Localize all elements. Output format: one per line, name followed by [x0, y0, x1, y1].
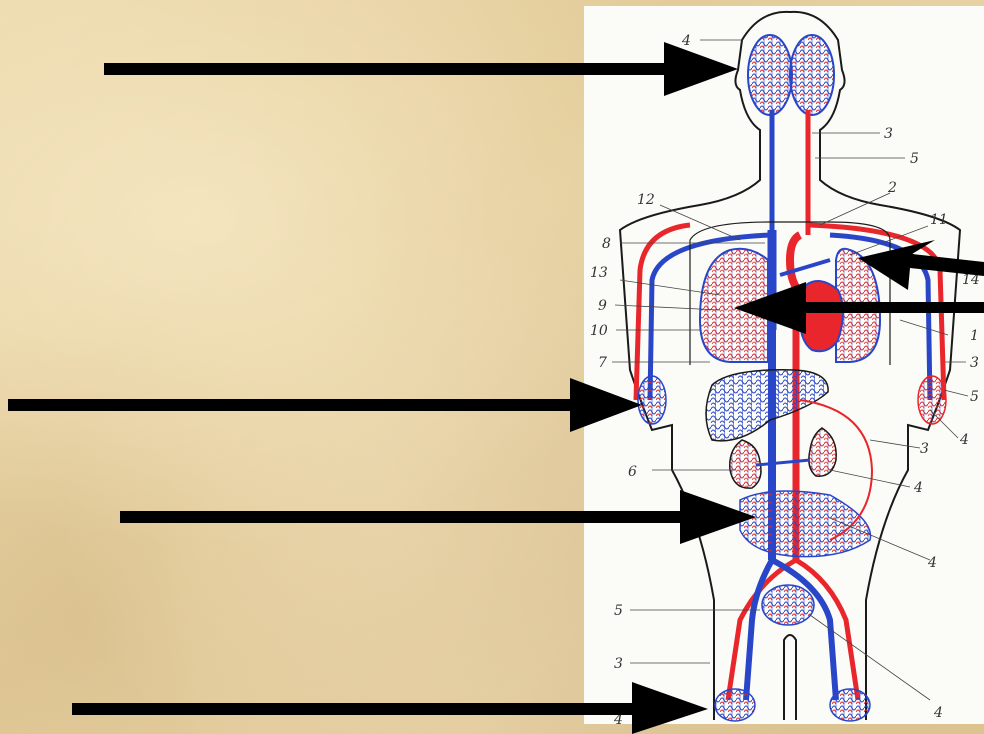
pelvic-capillaries [762, 585, 814, 625]
right-leg-capillaries [830, 689, 870, 721]
label-5-neck: 5 [910, 151, 919, 167]
label-4-pelvis: 4 [933, 705, 943, 721]
head-capillaries-left [748, 35, 792, 115]
label-3-neck: 3 [884, 126, 893, 142]
label-8: 8 [602, 236, 611, 252]
arrow-to-intestine [120, 490, 756, 544]
label-4-hand: 4 [959, 432, 969, 448]
label-4-intestine: 4 [927, 555, 937, 571]
label-13: 13 [590, 265, 608, 281]
left-hand-capillaries [638, 376, 666, 424]
label-3-leg: 3 [614, 656, 623, 672]
intestine-capillaries [740, 491, 871, 557]
liver [706, 370, 828, 441]
label-11: 11 [930, 212, 948, 228]
aortic-arch [790, 235, 800, 290]
label-10: 10 [590, 323, 608, 339]
arrow-to-head [104, 42, 738, 96]
label-4-kidney: 4 [913, 480, 923, 496]
arrow-to-leg [72, 682, 708, 734]
label-6: 6 [628, 464, 637, 480]
label-12: 12 [637, 192, 655, 208]
pointer-arrows [8, 42, 984, 734]
label-3-arm: 3 [970, 355, 979, 371]
label-1: 1 [970, 328, 979, 344]
renal-vessels [756, 460, 810, 465]
head-capillaries-right [790, 35, 834, 115]
label-9: 9 [598, 298, 607, 314]
label-5-pelvis: 5 [614, 603, 623, 619]
label-5-arm: 5 [970, 389, 979, 405]
iliac-vein-right [772, 560, 836, 700]
right-hand-capillaries [918, 376, 946, 424]
label-4-head: 4 [681, 33, 691, 49]
label-7: 7 [598, 355, 607, 371]
arrow-to-hand [8, 378, 642, 432]
left-leg-capillaries [715, 689, 755, 721]
label-3-mesenteric: 3 [920, 441, 929, 457]
label-2: 2 [887, 180, 897, 196]
heart [800, 281, 843, 351]
right-kidney [809, 428, 836, 476]
